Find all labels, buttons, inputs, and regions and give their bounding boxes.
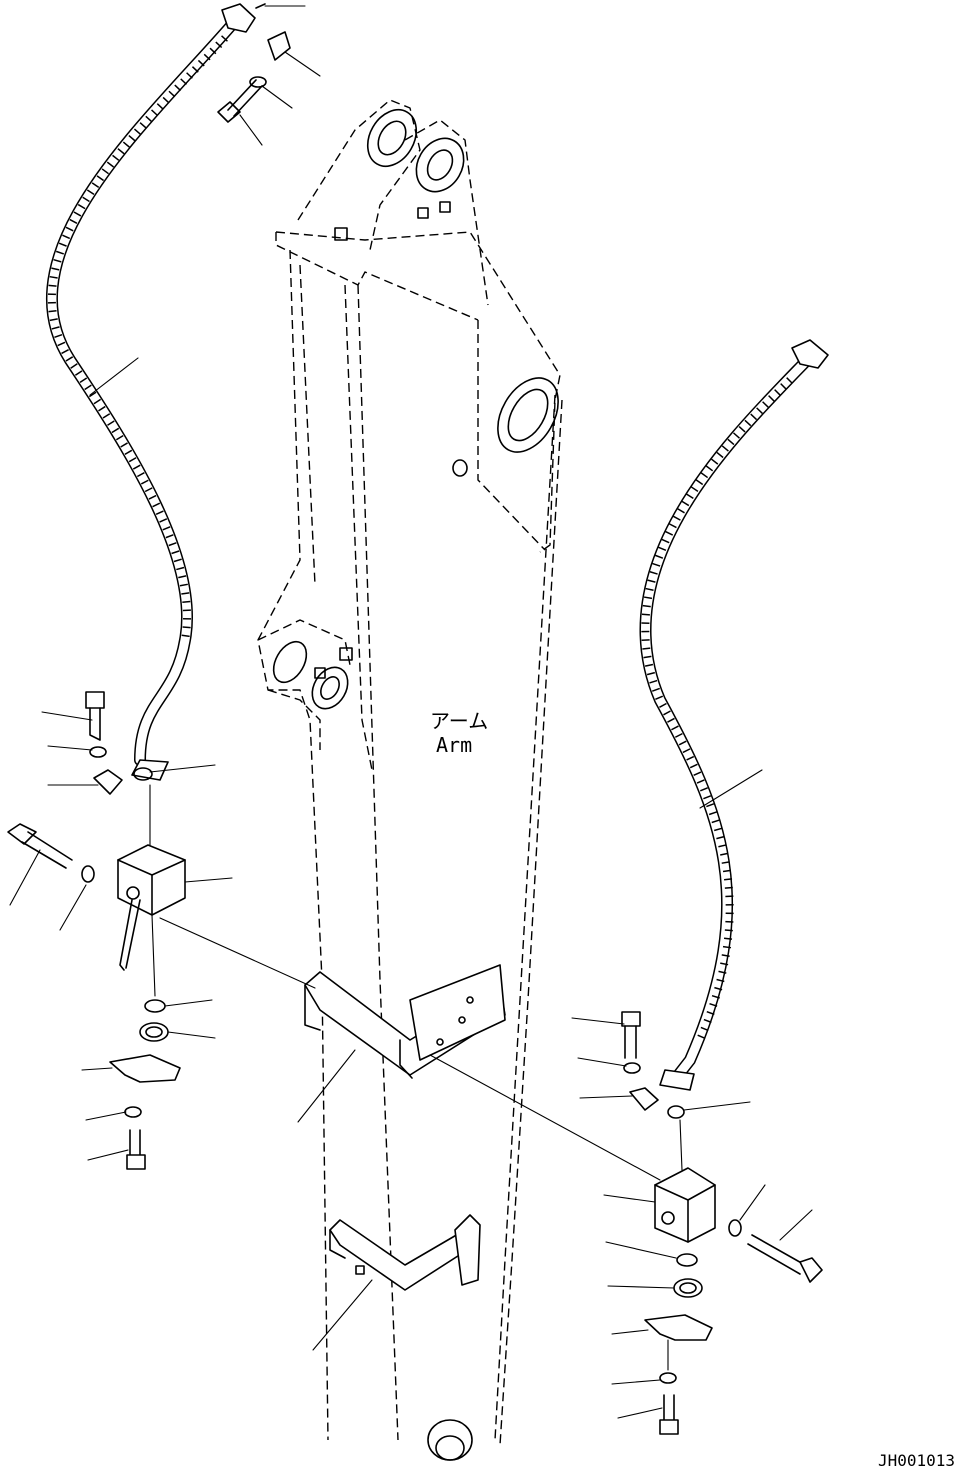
- arm-outline: [257, 99, 563, 1446]
- right-parts-group: [621, 1011, 823, 1435]
- arm-label-en: Arm: [436, 733, 472, 757]
- leader-lines: [9, 5, 813, 1419]
- left-hose: [45, 3, 256, 781]
- arm-label-jp: アーム: [430, 709, 488, 733]
- lower-bracket: [329, 1214, 481, 1291]
- right-hose: [639, 339, 829, 1091]
- left-parts-group: [7, 3, 291, 1170]
- drawing-id: JH001013: [878, 1451, 955, 1470]
- arm-pin-bosses: [272, 108, 559, 1461]
- upper-bracket: [304, 964, 506, 1079]
